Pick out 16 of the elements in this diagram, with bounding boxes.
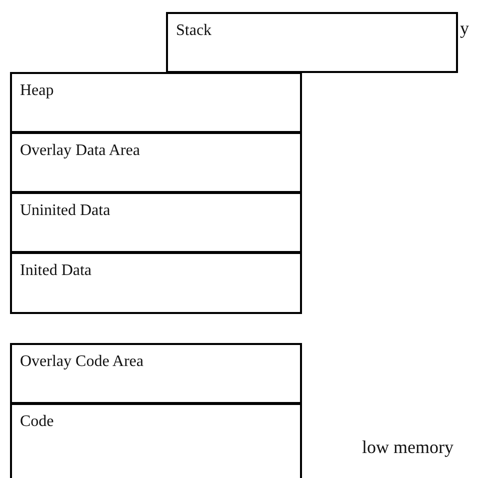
memory-region-box bbox=[10, 132, 302, 193]
memory-region-box bbox=[10, 192, 302, 253]
memory-note: low memory bbox=[362, 437, 454, 458]
memory-region-box bbox=[10, 72, 302, 133]
memory-region-box bbox=[10, 252, 302, 314]
region-label: Overlay Code Area bbox=[20, 353, 144, 371]
region-label: Uninited Data bbox=[20, 202, 110, 220]
region-label: Heap bbox=[20, 82, 54, 100]
region-label: Code bbox=[20, 413, 54, 431]
memory-region-box bbox=[10, 343, 302, 404]
region-label: Overlay Data Area bbox=[20, 142, 140, 160]
memory-region-box bbox=[166, 12, 458, 73]
region-label: Inited Data bbox=[20, 262, 92, 280]
memory-note: y bbox=[460, 18, 469, 39]
memory-region-box bbox=[10, 403, 302, 478]
region-label: Stack bbox=[176, 22, 212, 40]
